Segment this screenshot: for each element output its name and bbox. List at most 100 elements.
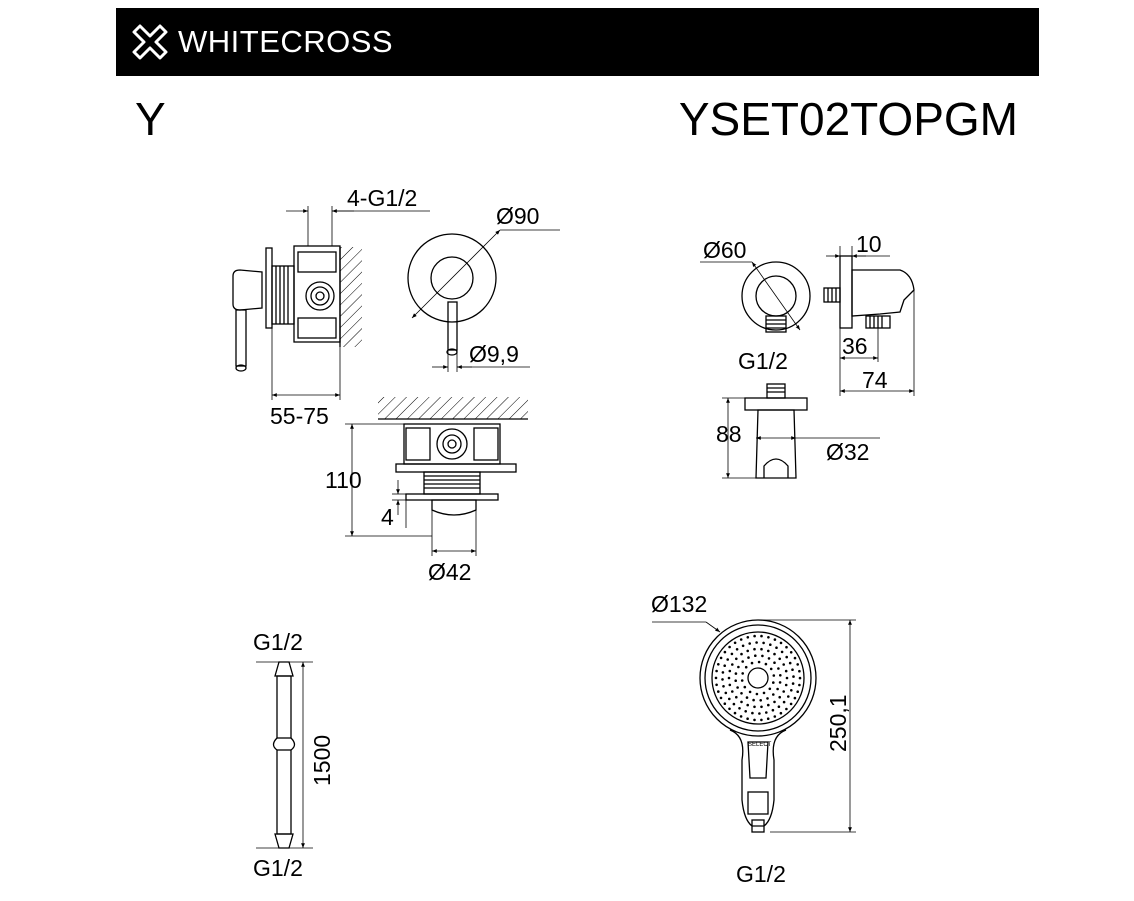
nozzle-dot bbox=[728, 669, 732, 673]
brand-name: WHITECROSS bbox=[178, 24, 394, 59]
nozzle-dot bbox=[767, 703, 770, 707]
nozzle-dot bbox=[735, 657, 738, 661]
mixer-height: 110 bbox=[325, 467, 362, 493]
nozzle-dot bbox=[772, 674, 776, 677]
nozzle-dot bbox=[798, 683, 801, 687]
nozzle-dot bbox=[732, 702, 736, 706]
nozzle-dot bbox=[730, 652, 734, 656]
shower-hose bbox=[256, 661, 313, 849]
nozzle-dot bbox=[728, 697, 731, 701]
nozzle-dot bbox=[793, 696, 797, 700]
nozzle-dot bbox=[780, 650, 784, 654]
nozzle-dot bbox=[782, 663, 785, 666]
nozzle-dot bbox=[796, 690, 799, 693]
nozzle-dot bbox=[791, 682, 795, 685]
nozzle-dot bbox=[777, 667, 780, 670]
nozzle-dot bbox=[740, 652, 743, 656]
nozzle-dot bbox=[757, 660, 761, 664]
nozzle-dot bbox=[769, 643, 772, 646]
nozzle-dot bbox=[773, 715, 777, 718]
nozzle-dot bbox=[739, 715, 743, 718]
nozzle-dot bbox=[759, 699, 762, 702]
nozzle-dot bbox=[784, 669, 788, 673]
select-button-label: SELECT bbox=[748, 742, 772, 748]
nozzle-dot bbox=[728, 683, 732, 687]
nozzle-dot bbox=[741, 672, 744, 675]
nozzle-dot bbox=[735, 648, 739, 651]
outlet-total-depth: 74 bbox=[862, 367, 888, 393]
nozzle-dot bbox=[769, 667, 773, 671]
nozzle-dot bbox=[777, 705, 781, 708]
nozzle-dot bbox=[782, 690, 785, 693]
brand-header: WHITECROSS bbox=[116, 8, 1039, 76]
nozzle-dot bbox=[753, 634, 756, 638]
nozzle-dot bbox=[724, 691, 728, 695]
nozzle-dot bbox=[767, 636, 770, 639]
model-code: YSET02TOPGM bbox=[678, 93, 1018, 145]
outlet-diameter: Ø60 bbox=[703, 237, 746, 263]
nozzle-dot bbox=[767, 657, 771, 660]
nozzle-dot bbox=[731, 690, 734, 693]
nozzle-dot bbox=[779, 674, 782, 677]
nozzle-dot bbox=[752, 698, 755, 702]
nozzle-dot bbox=[785, 655, 788, 659]
hose-thread-bottom: G1/2 bbox=[253, 855, 303, 881]
nozzle-dot bbox=[746, 649, 749, 653]
nozzle-dot bbox=[733, 641, 737, 645]
nozzle-dot bbox=[741, 644, 745, 648]
nozzle-dot bbox=[746, 636, 750, 639]
mixer-wall-depth: 55-75 bbox=[270, 403, 329, 429]
mixer-side-view bbox=[232, 206, 430, 400]
nozzle-dot bbox=[766, 717, 770, 720]
nozzle-dot bbox=[753, 647, 756, 651]
nozzle-dot bbox=[746, 717, 749, 720]
hose-thread-top: G1/2 bbox=[253, 629, 303, 655]
nozzle-dot bbox=[727, 676, 731, 680]
nozzle-dot bbox=[753, 718, 756, 722]
nozzle-dot bbox=[737, 665, 740, 669]
nozzle-dot bbox=[734, 672, 738, 675]
nozzle-dot bbox=[789, 702, 793, 706]
nozzle-dot bbox=[775, 646, 778, 649]
nozzle-dot bbox=[719, 656, 723, 660]
mixer-lever-diameter: Ø9,9 bbox=[469, 341, 519, 367]
nozzle-dot bbox=[773, 661, 776, 664]
nozzle-dot bbox=[779, 711, 783, 715]
mixer-offset: 4 bbox=[381, 504, 394, 530]
nozzle-dot bbox=[789, 651, 793, 654]
nozzle-dot bbox=[733, 711, 737, 715]
nozzle-dot bbox=[750, 661, 754, 665]
nozzle-dot bbox=[735, 695, 738, 699]
nozzle-dot bbox=[787, 695, 790, 698]
outlet-thickness: 10 bbox=[856, 231, 882, 257]
nozzle-dot bbox=[760, 634, 763, 638]
holder-height: 88 bbox=[716, 421, 742, 447]
mixer-body-diameter: Ø42 bbox=[428, 559, 471, 585]
wall-outlet-side-view bbox=[823, 246, 915, 396]
nozzle-dot bbox=[773, 700, 776, 704]
nozzle-dot bbox=[768, 687, 772, 691]
nozzle-dot bbox=[739, 638, 743, 641]
nozzle-dot bbox=[715, 683, 718, 687]
nozzle-dot bbox=[719, 696, 723, 700]
nozzle-dot bbox=[723, 650, 727, 654]
nozzle-dot bbox=[760, 718, 763, 722]
nozzle-dot bbox=[772, 681, 775, 684]
nozzle-dot bbox=[744, 665, 748, 669]
nozzle-dot bbox=[723, 664, 726, 667]
nozzle-dot bbox=[747, 656, 750, 659]
nozzle-dot bbox=[714, 676, 718, 680]
nozzle-dot bbox=[765, 711, 768, 714]
nozzle-dot bbox=[761, 654, 764, 658]
nozzle-dot bbox=[726, 658, 729, 661]
nozzle-dot bbox=[778, 695, 781, 699]
nozzle-dot bbox=[748, 690, 752, 694]
nozzle-dot bbox=[796, 663, 799, 666]
nozzle-dot bbox=[734, 679, 737, 682]
nozzle-dot bbox=[740, 692, 743, 695]
hose-length: 1500 bbox=[309, 735, 335, 786]
nozzle-dot bbox=[751, 711, 754, 715]
nozzle-dot bbox=[753, 705, 756, 709]
nozzle-dot bbox=[762, 641, 765, 645]
nozzle-dot bbox=[740, 679, 744, 682]
